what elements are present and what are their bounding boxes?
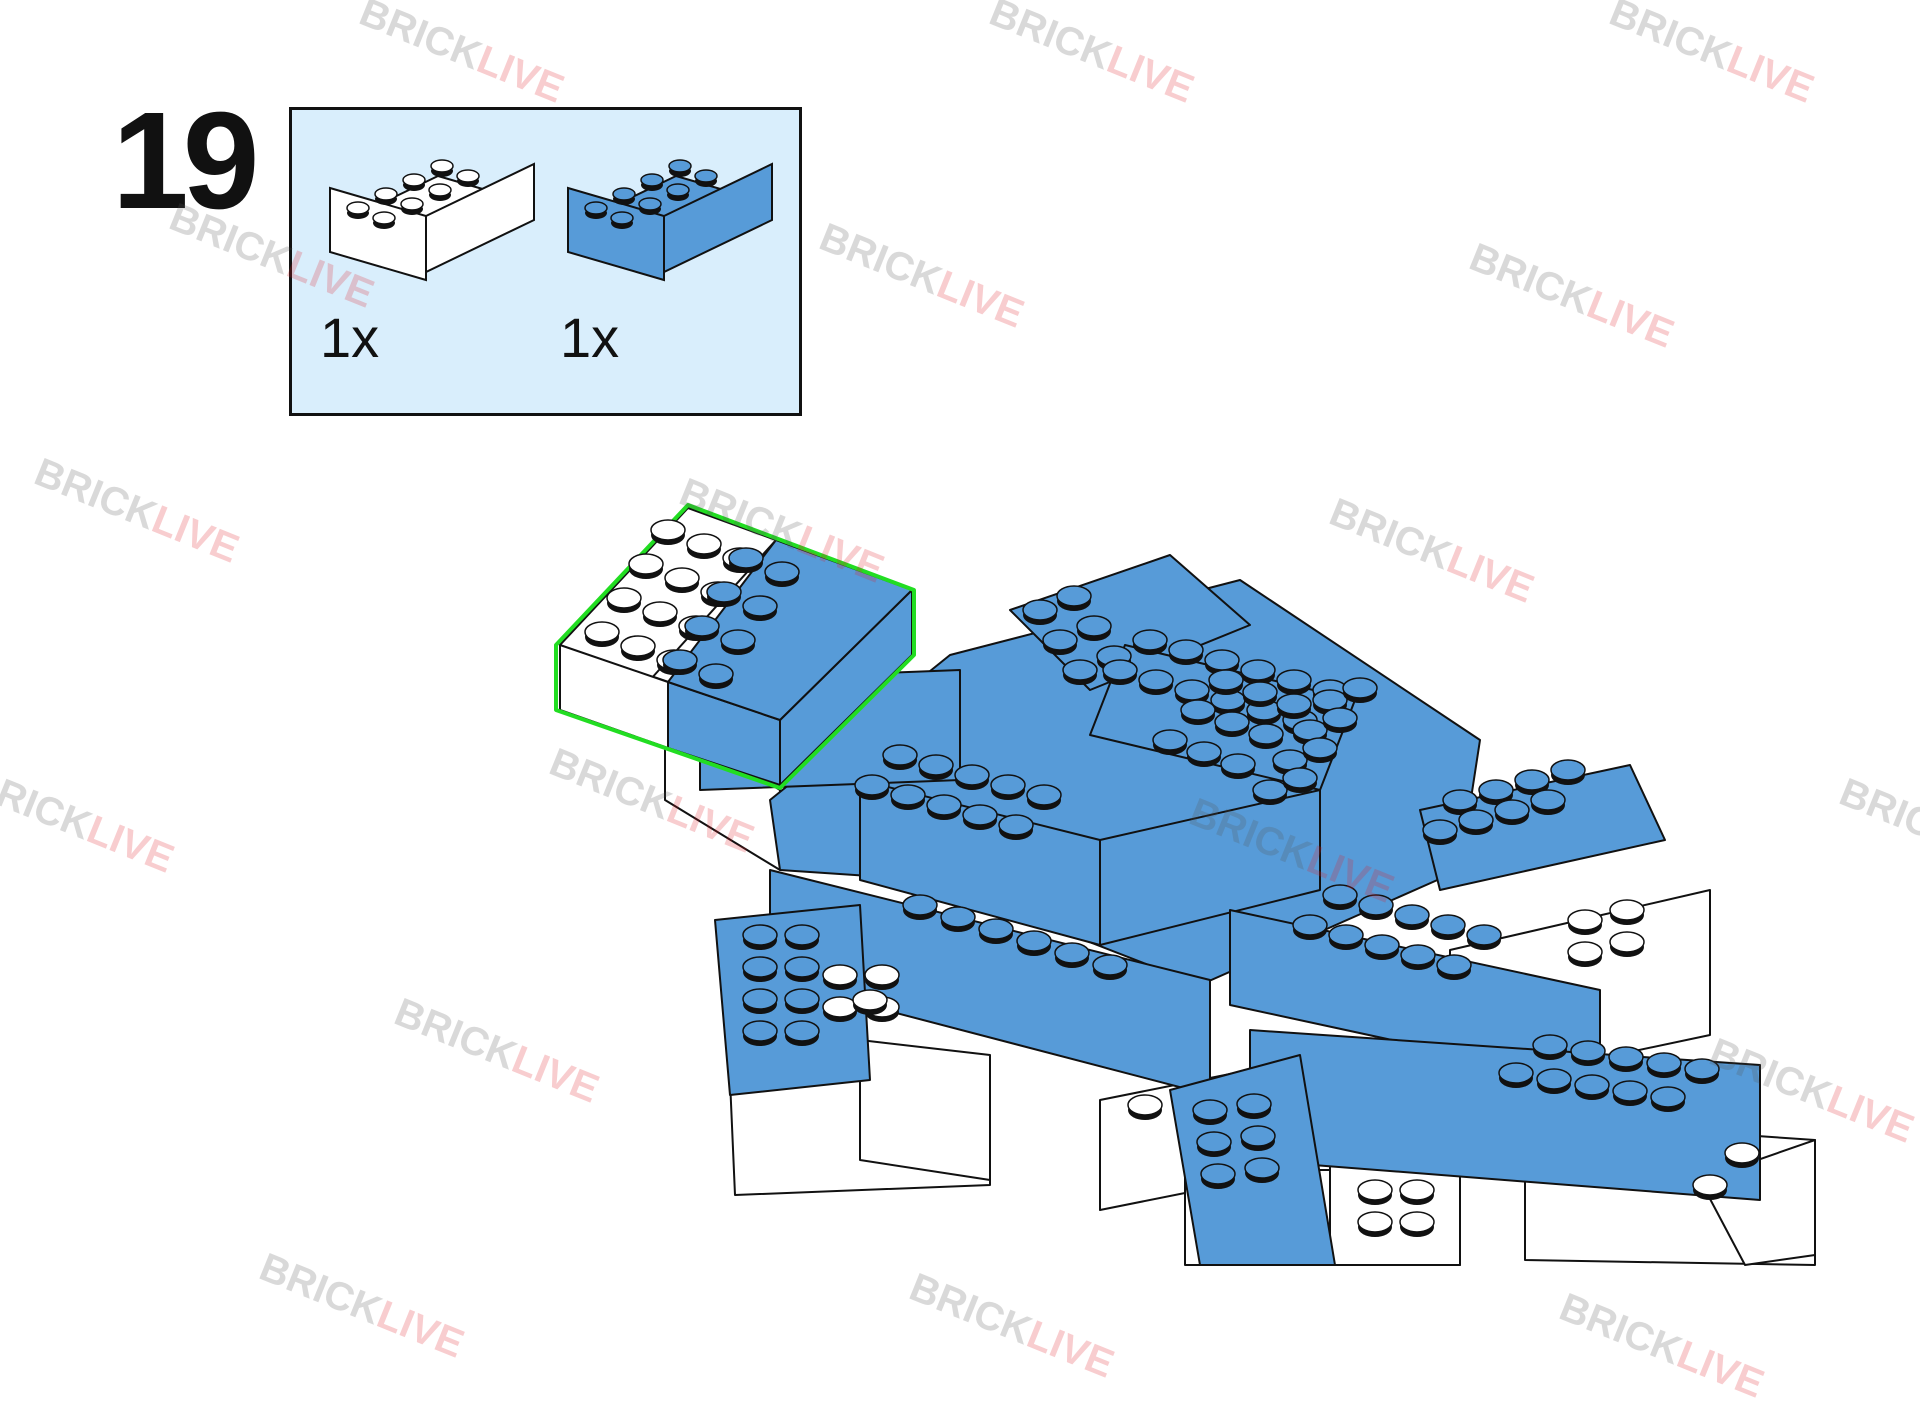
step-number: 19 [112,84,259,238]
parts-callout: 1x 1x [289,107,802,416]
assembly-model [554,503,1816,1266]
blue-brick-2x4-icon [567,159,773,282]
white-brick-quantity: 1x [320,306,380,369]
blue-brick-quantity: 1x [560,306,620,369]
model-studs [584,519,1760,1237]
white-brick-2x4-icon [329,159,535,282]
